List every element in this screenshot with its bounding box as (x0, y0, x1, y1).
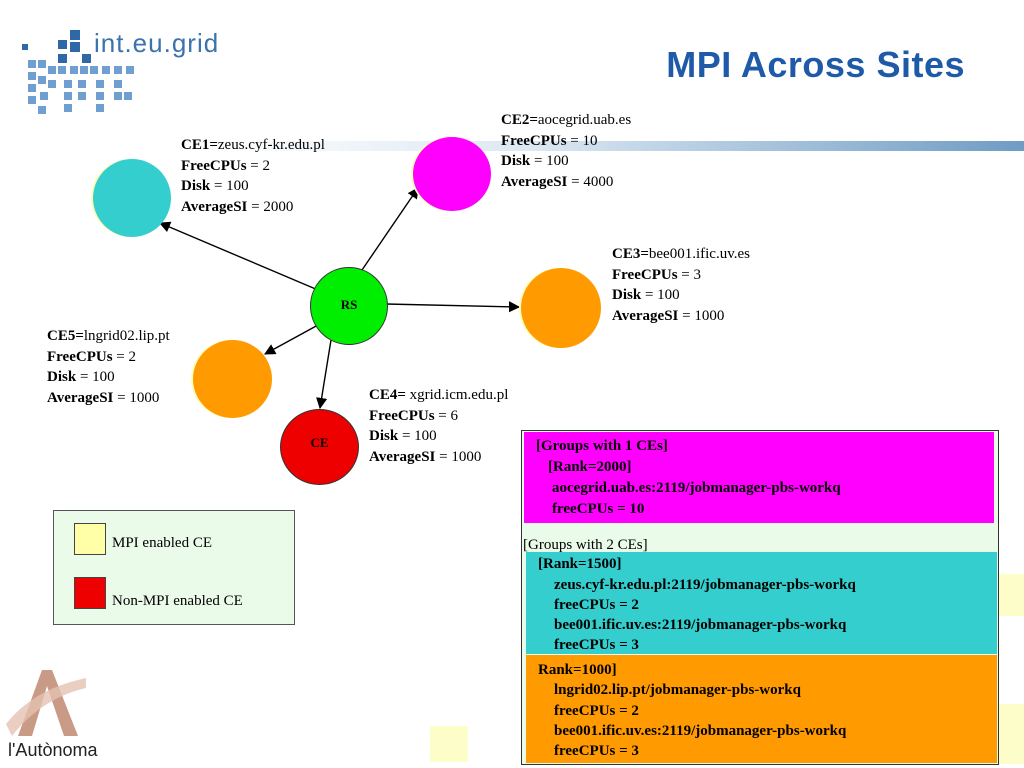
logo-text: int.eu.grid (94, 28, 220, 58)
rs-node: RS (310, 267, 388, 345)
ce4-disk-value: = 100 (398, 428, 437, 444)
ce4-cpus-value: = 6 (434, 407, 458, 424)
decorative-square (430, 726, 468, 762)
group1-block: [Groups with 1 CEs] [Rank=2000] aocegrid… (524, 432, 994, 523)
ce5-disk-value: = 100 (76, 369, 115, 385)
ce5-name-value: lngrid02.lip.pt (83, 328, 170, 344)
group2-header: [Groups with 2 CEs] (523, 537, 648, 553)
rs-label: RS (340, 297, 358, 312)
ce1-info: CE1=zeus.cyf-kr.edu.pl FreeCPUs = 2 Disk… (181, 135, 325, 217)
legend: MPI enabled CE Non-MPI enabled CE (53, 510, 295, 625)
ce2-disk-value: = 100 (530, 153, 569, 169)
decorative-square (995, 574, 1024, 616)
non-mpi-swatch (74, 577, 106, 609)
ce5-cpus-value: = 2 (112, 348, 136, 365)
ce1-si-label: AverageSI (181, 198, 248, 215)
arrow-rs-to-ce3 (385, 301, 521, 313)
ce-node: CE (280, 409, 359, 485)
mpi-swatch (74, 523, 106, 555)
uab-logo-text: l'Autònoma (8, 740, 98, 760)
ce2-disk-label: Disk (501, 153, 531, 169)
ce2-info: CE2=aocegrid.uab.es FreeCPUs = 10 Disk =… (501, 110, 631, 192)
ce1-cpus-value: = 2 (246, 157, 270, 174)
group1-line-0: [Groups with 1 CEs] (536, 438, 668, 454)
ce3-name-label: CE3= (612, 246, 649, 262)
group1-line-1: [Rank=2000] (548, 459, 632, 475)
arrow-rs-to-ce2 (361, 187, 419, 271)
ce5-si-label: AverageSI (47, 389, 114, 406)
ce4-name-value: xgrid.icm.edu.pl (405, 387, 509, 403)
grid-logo-icon (22, 30, 134, 114)
group2a-line-2: freeCPUs = 2 (554, 597, 639, 613)
ce1-name-label: CE1= (181, 137, 218, 153)
ce3-node (521, 268, 601, 348)
ce1-si-value: = 2000 (247, 198, 294, 215)
ce1-name-value: zeus.cyf-kr.edu.pl (217, 137, 325, 153)
group2b-line-2: freeCPUs = 2 (554, 703, 639, 719)
ce3-disk-value: = 100 (641, 287, 680, 303)
ce1-disk-label: Disk (181, 178, 211, 194)
group2b-line-0: Rank=1000] (538, 662, 617, 678)
group1-line-3: freeCPUs = 10 (552, 501, 645, 517)
ce2-name-label: CE2= (501, 112, 538, 128)
ce2-name-value: aocegrid.uab.es (537, 112, 632, 128)
ce3-info: CE3=bee001.ific.uv.es FreeCPUs = 3 Disk … (612, 244, 750, 326)
arrow-rs-to-ce1 (158, 221, 319, 291)
ce5-si-value: = 1000 (113, 389, 160, 406)
group2b-line-3: bee001.ific.uv.es:2119/jobmanager-pbs-wo… (554, 723, 847, 739)
arrow-rs-to-ce5 (264, 324, 319, 355)
ce4-si-value: = 1000 (435, 448, 482, 465)
header-gradient-bar (200, 141, 1024, 151)
page-title: MPI Across Sites (666, 44, 965, 85)
group2a-line-3: bee001.ific.uv.es:2119/jobmanager-pbs-wo… (554, 617, 847, 633)
ce1-cpus-label: FreeCPUs (181, 157, 247, 174)
int-eu-grid-logo: int.eu.grid (18, 26, 248, 122)
group2b-line-1: lngrid02.lip.pt/jobmanager-pbs-workq (554, 682, 801, 698)
decorative-square (995, 704, 1024, 764)
ce3-name-value: bee001.ific.uv.es (648, 246, 750, 262)
uab-logo: l'Autònoma (0, 664, 150, 768)
ce4-name-label: CE4= (369, 387, 406, 403)
ce1-node (93, 159, 171, 237)
ce5-info: CE5=lngrid02.lip.pt FreeCPUs = 2 Disk = … (47, 326, 170, 408)
ce2-cpus-value: = 10 (566, 132, 598, 149)
ce-label: CE (310, 435, 329, 450)
ce4-cpus-label: FreeCPUs (369, 407, 435, 424)
group2a-line-1: zeus.cyf-kr.edu.pl:2119/jobmanager-pbs-w… (554, 577, 856, 593)
non-mpi-legend-label: Non-MPI enabled CE (112, 593, 243, 609)
ce5-cpus-label: FreeCPUs (47, 348, 113, 365)
mpi-legend-label: MPI enabled CE (112, 535, 212, 551)
ranking-output-box: [Groups with 1 CEs] [Rank=2000] aocegrid… (521, 430, 999, 765)
ce2-si-value: = 4000 (567, 173, 614, 190)
ce3-cpus-value: = 3 (677, 266, 701, 283)
ce4-info: CE4= xgrid.icm.edu.pl FreeCPUs = 6 Disk … (369, 385, 508, 467)
group2a-block: [Rank=1500] zeus.cyf-kr.edu.pl:2119/jobm… (526, 552, 997, 654)
group2a-line-4: freeCPUs = 3 (554, 637, 639, 653)
group1-line-2: aocegrid.uab.es:2119/jobmanager-pbs-work… (552, 480, 841, 496)
ce2-node (413, 137, 491, 211)
ce4-disk-label: Disk (369, 428, 399, 444)
ce3-cpus-label: FreeCPUs (612, 266, 678, 283)
uab-logo-icon (6, 670, 86, 736)
group2a-line-0: [Rank=1500] (538, 556, 622, 572)
group2b-line-4: freeCPUs = 3 (554, 743, 639, 759)
ce3-si-label: AverageSI (612, 307, 679, 324)
ce5-disk-label: Disk (47, 369, 77, 385)
ce5-node (193, 340, 272, 418)
ce1-disk-value: = 100 (210, 178, 249, 194)
ce4-si-label: AverageSI (369, 448, 436, 465)
ce5-name-label: CE5= (47, 328, 84, 344)
ce2-cpus-label: FreeCPUs (501, 132, 567, 149)
ce2-si-label: AverageSI (501, 173, 568, 190)
ce3-si-value: = 1000 (678, 307, 725, 324)
group2b-block: Rank=1000] lngrid02.lip.pt/jobmanager-pb… (526, 655, 997, 763)
ce3-disk-label: Disk (612, 287, 642, 303)
arrow-rs-to-ce4 (316, 339, 332, 410)
